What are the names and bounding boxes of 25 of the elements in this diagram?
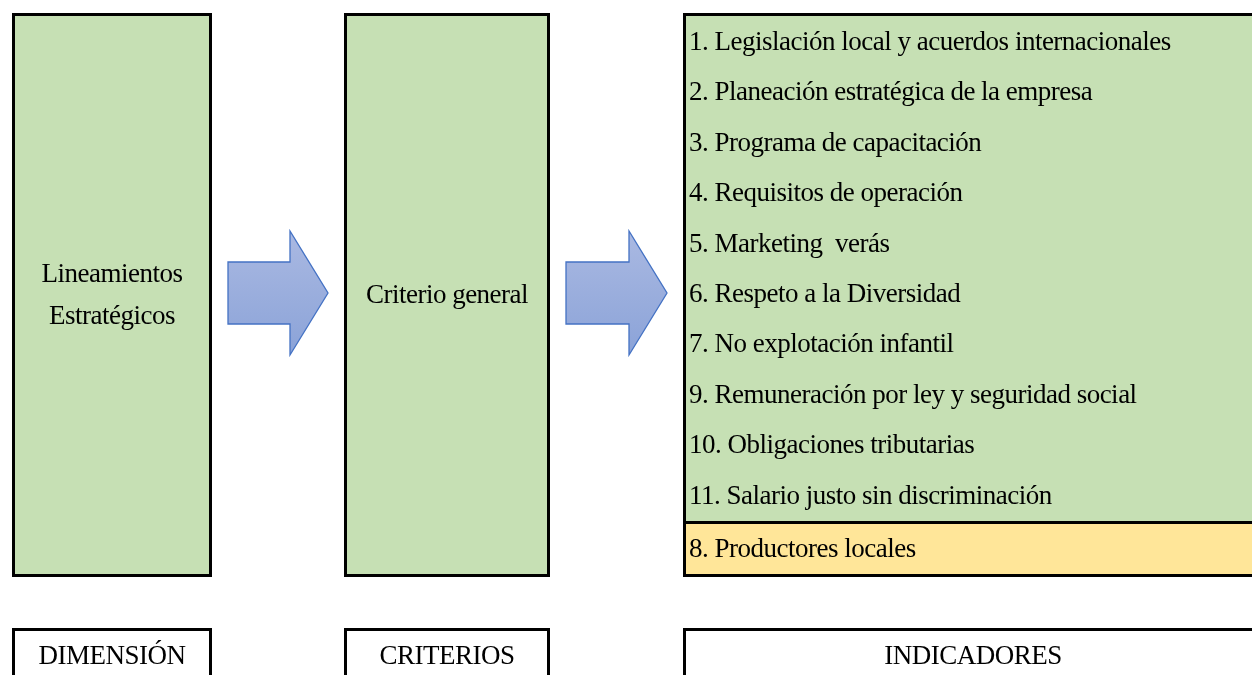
indicator-text: 6. Respeto a la Diversidad [689,278,961,309]
column-label-box [683,628,1252,675]
indicator-text: 9. Remuneración por ley y seguridad social [689,378,1137,410]
indicator-text: 3. Programa de capacitación [689,126,982,158]
indicator-text: 2. Planeación estratégica de la empresa [689,76,1093,108]
column-label: CRITERIOS [378,639,516,672]
indicator-text: 7. No explotación infantil [689,328,954,360]
indicator-text: 5. Marketing verás [689,227,890,259]
box-label: Lineamientos Estratégicos [40,257,184,332]
column-label: DIMENSIÓN [37,639,187,672]
indicator-text: 1. Legislación local y acuerdos internacionales [689,25,1171,57]
indicator-text: 10. Obligaciones tributarias [689,429,975,461]
column-label-box [12,628,212,675]
column-label: INDICADORES [883,639,1063,672]
criterion-box [344,13,550,577]
block-arrow [565,228,668,358]
indicator-text: 8. Productores locales [689,533,916,565]
column-label-box [344,628,550,675]
highlighted-row [686,520,1252,574]
indicator-panel [683,13,1252,577]
dimension-box [12,13,212,577]
box-label: Criterio general [364,278,530,312]
block-arrow [227,228,329,358]
indicator-text: 11. Salario justo sin discriminación [689,479,1052,511]
indicator-text: 4. Requisitos de operación [689,177,963,209]
